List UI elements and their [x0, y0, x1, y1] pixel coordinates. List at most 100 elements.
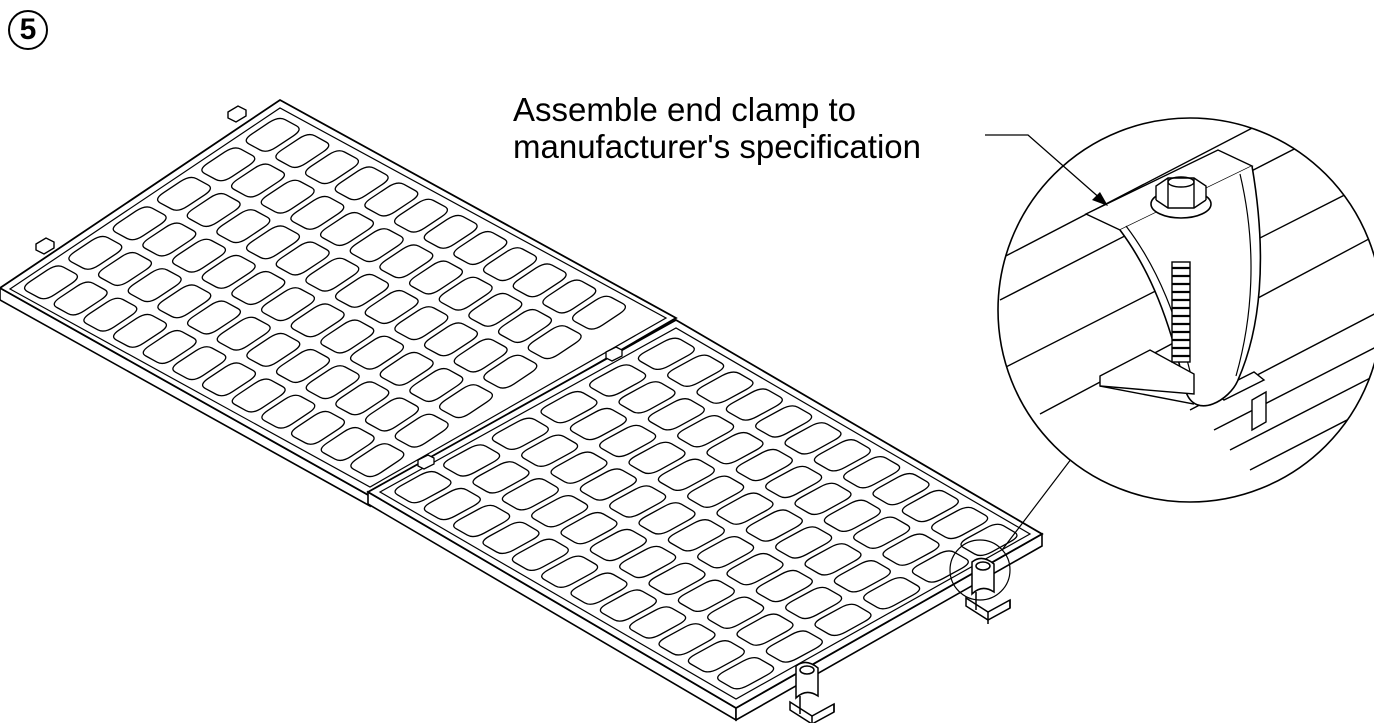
solar-cell [853, 516, 911, 549]
solar-cell [468, 292, 523, 327]
solar-cell [393, 198, 449, 233]
solar-cell [638, 502, 696, 535]
solar-cell [658, 623, 716, 656]
solar-cell [423, 487, 481, 521]
solar-cell [290, 195, 345, 230]
solar-cell [843, 455, 901, 489]
solar-cell [349, 228, 404, 263]
solar-cell [408, 260, 464, 295]
solar-cell [23, 265, 79, 300]
solar-cell [501, 478, 559, 511]
solar-cell [305, 365, 360, 400]
solar-cell [697, 535, 755, 569]
solar-cell [765, 630, 823, 663]
solar-cell [716, 492, 774, 525]
solar-cell [706, 431, 764, 465]
solar-cell [275, 241, 330, 276]
solar-cell [483, 354, 538, 389]
solar-cell [453, 230, 508, 266]
solar-cell [260, 287, 316, 322]
solar-cell [142, 329, 197, 365]
solar-cell [497, 308, 553, 344]
solar-cell [438, 276, 493, 311]
solar-cell [833, 560, 891, 593]
solar-cell [482, 521, 540, 555]
solar-cell [618, 381, 676, 414]
solar-cell [186, 300, 242, 335]
solar-cell [579, 468, 637, 501]
solar-cell [438, 384, 494, 419]
solar-cell [599, 424, 657, 458]
solar-cell [231, 378, 286, 413]
solar-cell [156, 176, 212, 211]
solar-cell [261, 394, 316, 429]
solar-cell [423, 322, 479, 357]
solar-cell [717, 656, 775, 690]
solar-cell [521, 434, 579, 467]
solar-cell [794, 482, 852, 516]
detail-source-circle [949, 539, 1011, 601]
solar-panel-right [366, 318, 1044, 722]
solar-cell [542, 279, 597, 314]
solar-cell [53, 281, 108, 316]
solar-cell [863, 576, 921, 610]
callout-text: Assemble end clamp to manufacturer's spe… [513, 91, 921, 165]
end-clamp-right [971, 557, 995, 596]
mounting-rails [789, 592, 1011, 723]
solar-cell [707, 596, 765, 629]
solar-cell [231, 270, 286, 306]
solar-cell [275, 348, 331, 384]
solar-cell [290, 410, 346, 445]
solar-cell [550, 451, 608, 484]
solar-cell [541, 555, 599, 588]
solar-cell [364, 289, 419, 325]
solar-cell [453, 504, 511, 538]
panel-left-inner-edge [8, 107, 668, 488]
solar-cell [230, 163, 286, 198]
solar-cell [531, 494, 589, 528]
solar-cell [112, 313, 168, 348]
detail-leader-line [1001, 449, 1079, 551]
callout-arrowhead [1092, 192, 1108, 206]
solar-cell [245, 225, 301, 260]
end-clamp-bottom [795, 661, 819, 700]
clamp-top-left [35, 105, 247, 255]
solar-cell [512, 263, 567, 298]
bolt-thread [1171, 261, 1191, 363]
callout-leader [985, 134, 1103, 201]
solar-cell [814, 603, 872, 637]
solar-cell [735, 448, 793, 482]
solar-cell [901, 489, 959, 523]
solar-cell [334, 166, 389, 201]
callout-line-2: manufacturer's specification [513, 128, 921, 165]
panel-left-cells [23, 117, 627, 478]
solar-cell [246, 332, 301, 367]
panel-right-cells [394, 337, 1018, 690]
solar-cell [804, 543, 862, 576]
solar-cell [628, 441, 686, 475]
solar-cell [320, 319, 375, 354]
solar-cell [589, 364, 647, 397]
solar-cell [540, 390, 598, 424]
solar-cell [823, 499, 881, 533]
solar-cell [290, 303, 345, 338]
solar-cell [394, 306, 449, 341]
solar-cell [201, 254, 256, 289]
solar-cell [334, 273, 390, 308]
bolt-head [1150, 176, 1212, 219]
solar-cell [667, 519, 725, 552]
solar-cell [453, 338, 508, 373]
solar-cell [127, 268, 182, 303]
solar-cell [637, 337, 695, 371]
solar-cell [677, 579, 735, 613]
solar-cell [320, 426, 375, 462]
step-number-badge: 5 [8, 10, 48, 50]
solar-cell [527, 325, 582, 360]
panel-right-inner-edge [378, 327, 1032, 700]
solar-cell [755, 405, 813, 438]
solar-cell [785, 586, 843, 620]
solar-cell [619, 545, 677, 579]
solar-cell [201, 362, 257, 397]
solar-cell [725, 388, 783, 421]
solar-cell [667, 354, 725, 387]
